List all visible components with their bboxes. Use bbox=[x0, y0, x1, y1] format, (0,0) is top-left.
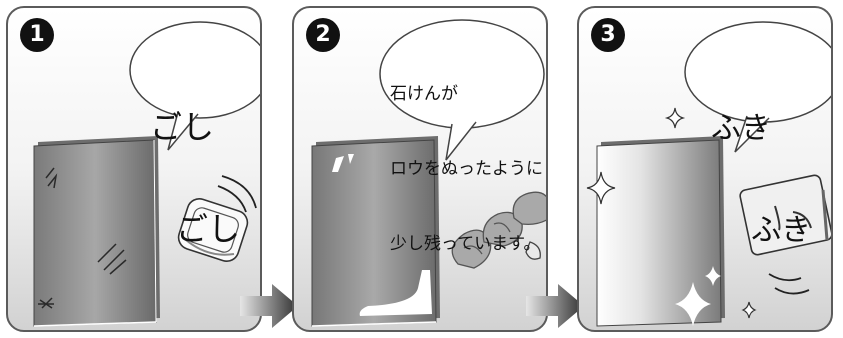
motion-lines-icon bbox=[217, 175, 257, 213]
glass-pane-icon bbox=[33, 136, 160, 327]
twisted-cloth-icon bbox=[451, 191, 546, 269]
speech-line: ごし bbox=[150, 108, 215, 146]
step-3-scene bbox=[586, 21, 831, 327]
step-number-badge: 3 bbox=[591, 18, 625, 52]
next-step-arrow-icon bbox=[526, 284, 584, 328]
step-1-panel: 1 ごし ごし bbox=[6, 6, 262, 332]
speech-line: 少し残っています。 bbox=[390, 234, 541, 254]
step-1-scene bbox=[33, 21, 260, 327]
speech-text: ふき ふき bbox=[711, 44, 811, 316]
step-2-panel: 2 石けんが ロウをぬったように 少し残っています。 bbox=[292, 6, 548, 332]
speech-line: 石けんが bbox=[390, 84, 458, 104]
motion-lines-icon bbox=[768, 273, 810, 295]
step-number-badge: 1 bbox=[20, 18, 54, 52]
speech-line: ロウをぬったように bbox=[390, 159, 543, 179]
water-drop-icon bbox=[525, 241, 541, 260]
speech-line: ふき bbox=[711, 111, 771, 146]
sparkle-icon bbox=[675, 266, 721, 326]
scratch-marks-icon bbox=[38, 167, 127, 309]
speech-line: ごし bbox=[176, 210, 241, 248]
speech-text: ごし ごし bbox=[150, 42, 240, 314]
speech-text: 石けんが ロウをぬったように 少し残っています。 bbox=[390, 32, 543, 307]
wiping-cloth-icon bbox=[739, 174, 831, 256]
speech-bubble bbox=[379, 19, 545, 161]
glass-pane-icon bbox=[311, 136, 440, 327]
step-3-panel: 3 ふき ふき bbox=[577, 6, 833, 332]
glass-pane-icon bbox=[596, 136, 725, 327]
step-number-badge: 2 bbox=[306, 18, 340, 52]
speech-bubble bbox=[684, 21, 831, 153]
wax-shine-icon bbox=[332, 154, 432, 316]
soap-bar-icon bbox=[177, 198, 249, 262]
step-2-scene bbox=[311, 19, 546, 327]
sparkle-icon bbox=[586, 107, 757, 319]
speech-bubble bbox=[129, 21, 260, 151]
speech-line: ふき bbox=[751, 213, 811, 248]
next-step-arrow-icon bbox=[240, 284, 298, 328]
